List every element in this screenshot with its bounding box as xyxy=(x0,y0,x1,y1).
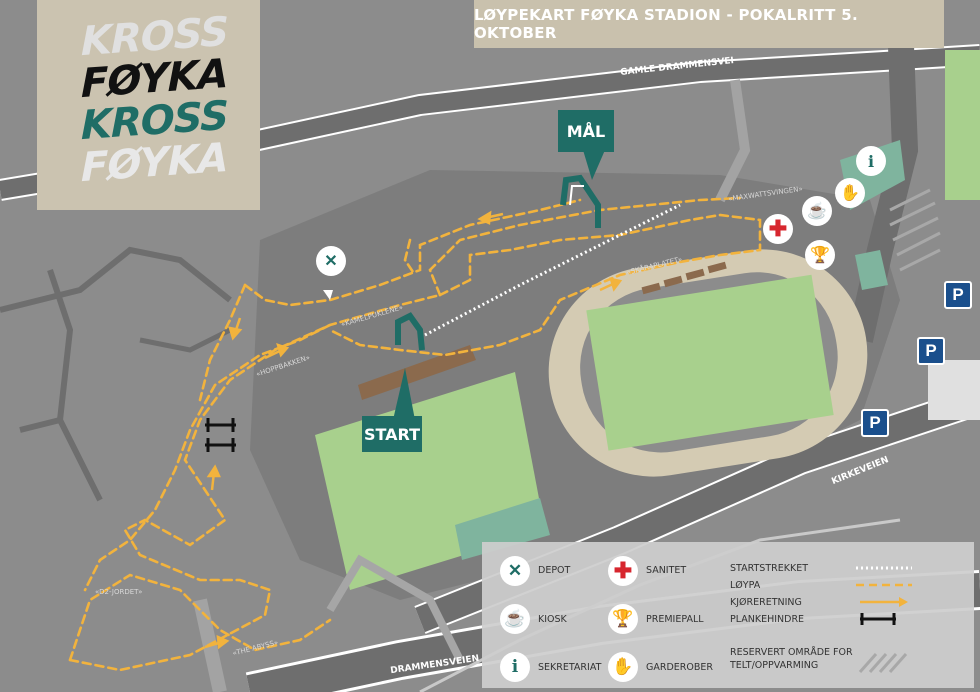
trophy-podium-icon: 🏆 xyxy=(805,240,835,270)
map-legend: ✕ DEPOT ☕ KIOSK i SEKRETARIAT ✚ SANITET … xyxy=(482,542,974,688)
legend-sekretariat-label: SEKRETARIAT xyxy=(538,662,602,673)
legend-reservert-label: RESERVERT OMRÅDE FOR TELT/OPPVARMING xyxy=(730,647,853,671)
map-title: LØYPEKART FØYKA STADION - POKALRITT 5. O… xyxy=(474,0,944,48)
legend-startstrekket-label: STARTSTREKKET xyxy=(730,563,809,574)
legend-depot-icon: ✕ xyxy=(500,556,530,586)
changing-rooms-icon: ✋ xyxy=(835,178,865,208)
wrench-screwdriver-icon: ✕ xyxy=(316,246,346,276)
parking-sign-1: P xyxy=(944,281,972,309)
legend-depot-label: DEPOT xyxy=(538,565,571,576)
legend-loypa-label: LØYPA xyxy=(730,580,761,591)
finish-marker: MÅL xyxy=(558,110,614,152)
legend-plankehindre-label: PLANKEHINDRE xyxy=(730,614,805,625)
legend-info-icon: i xyxy=(500,652,530,682)
parking-sign-2: P xyxy=(917,337,945,365)
legend-symbols xyxy=(856,566,912,673)
legend-kiosk-label: KIOSK xyxy=(538,614,567,625)
info-icon: i xyxy=(856,146,886,176)
legend-red-cross-icon: ✚ xyxy=(608,556,638,586)
zone-label-d2-jordet: «D2-JORDET» xyxy=(95,588,143,596)
legend-trophy-icon: 🏆 xyxy=(608,604,638,634)
coffee-cup-icon: ☕ xyxy=(802,196,832,226)
legend-premiepall-label: PREMIEPALL xyxy=(646,614,704,625)
legend-garderober-label: GARDEROBER xyxy=(646,662,713,673)
kross-foyka-logo: KROSS FØYKA KROSS FØYKA xyxy=(37,0,260,210)
legend-sanitet-label: SANITET xyxy=(646,565,687,576)
legend-kjoreretning-label: KJØRERETNING xyxy=(730,597,802,608)
start-marker: START xyxy=(362,416,422,452)
legend-changing-rooms-icon: ✋ xyxy=(608,652,638,682)
parking-sign-3: P xyxy=(861,409,889,437)
legend-kiosk-icon: ☕ xyxy=(500,604,530,634)
logo-line-4: FØYKA xyxy=(81,134,228,192)
red-cross-icon: ✚ xyxy=(763,214,793,244)
